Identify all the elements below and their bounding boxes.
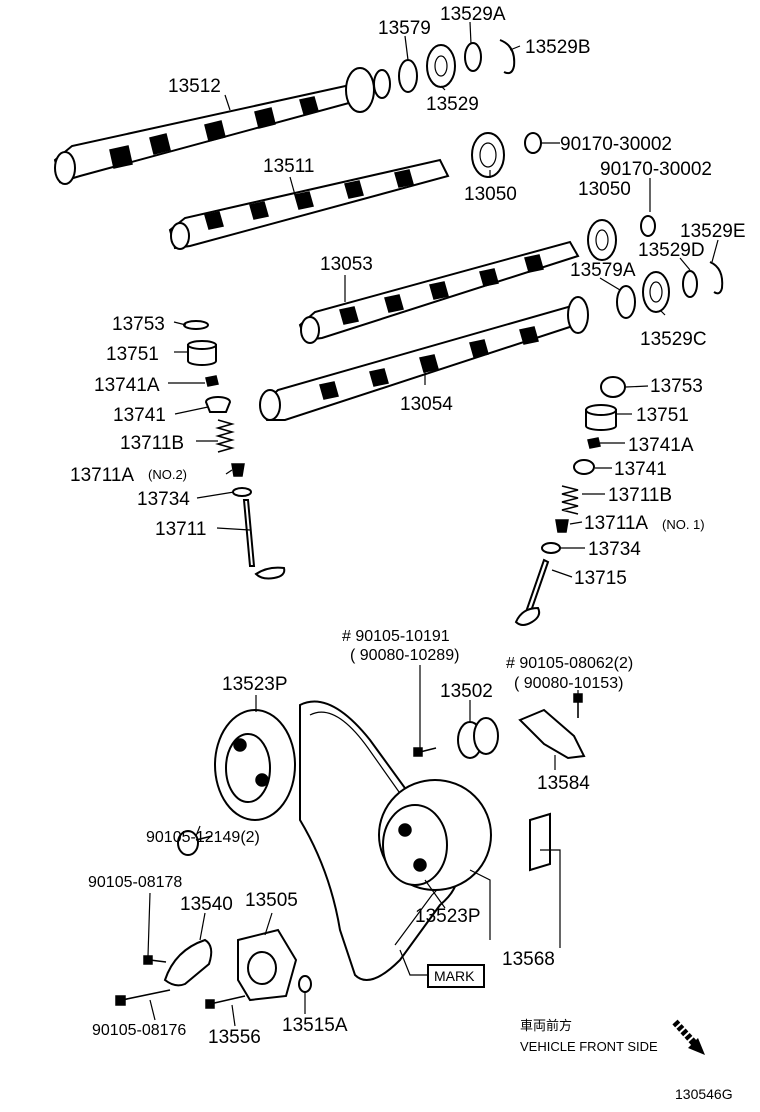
part-labels: 13579 13529A 13529B 13529 13512 90170-30… <box>70 4 746 1102</box>
label-left-13734: 13734 <box>137 489 190 510</box>
bolt-90105-08178 <box>143 955 167 965</box>
front-label-jp: 車両前方 <box>520 1018 572 1033</box>
label-13556: 13556 <box>208 1027 261 1048</box>
ring-13529A <box>464 42 482 72</box>
figure-code: 130546G <box>675 1086 733 1102</box>
label-right-13711B: 13711B <box>608 485 672 506</box>
label-90105-08178: 90105-08178 <box>88 874 182 891</box>
camshaft-13053 <box>298 240 580 344</box>
label-90105-12149: 90105-12149(2) <box>146 829 260 846</box>
camshaft-13512 <box>53 67 391 185</box>
belt-cover-13568 <box>529 812 551 872</box>
label-90105-08062: # 90105-08062(2) <box>506 655 633 672</box>
label-13568: 13568 <box>502 949 555 970</box>
label-13579A: 13579A <box>570 260 636 281</box>
snap-ring-13579A <box>616 285 636 319</box>
label-left-13711: 13711 <box>155 519 206 540</box>
pulley-13523P-upper <box>214 709 296 821</box>
gear-13529C <box>642 271 670 313</box>
bolt-90105-08062 <box>573 693 583 718</box>
label-right-13741A: 13741A <box>628 435 694 456</box>
label-13515A: 13515A <box>282 1015 348 1036</box>
label-right-13711A-note: (NO. 1) <box>662 517 705 532</box>
label-90105-10191: # 90105-10191 <box>342 628 450 645</box>
label-13523P-upper: 13523P <box>222 674 288 695</box>
gear-13050-lower <box>587 219 617 261</box>
gear-13050-upper <box>471 132 505 178</box>
label-13529E: 13529E <box>680 221 746 242</box>
label-13529: 13529 <box>426 94 479 115</box>
label-13054: 13054 <box>400 394 453 415</box>
snap-ring-13579 <box>398 59 418 93</box>
label-13050-lower: 13050 <box>578 179 631 200</box>
label-left-13711A: 13711A <box>70 465 134 486</box>
right-valve-stack <box>514 376 626 626</box>
ring-13529E <box>709 261 724 295</box>
mark-label: MARK <box>434 968 475 984</box>
label-left-13751: 13751 <box>106 344 159 365</box>
nut-90170-upper <box>524 132 542 154</box>
label-right-13711A: 13711A <box>584 513 648 534</box>
camshaft-13511 <box>168 158 450 250</box>
label-13050-upper: 13050 <box>464 184 517 205</box>
leader-lines <box>147 21 719 1027</box>
label-90080-10153: ( 90080-10153) <box>514 675 623 692</box>
nut-90170-lower <box>640 215 656 237</box>
label-13502: 13502 <box>440 681 493 702</box>
label-90170-upper: 90170-30002 <box>560 134 672 155</box>
bracket-13584 <box>518 708 586 760</box>
bolt-90105-12149 <box>177 830 213 856</box>
label-13512: 13512 <box>168 76 221 97</box>
label-13529D: 13529D <box>638 240 705 261</box>
label-left-13741: 13741 <box>113 405 166 426</box>
front-label-en: VEHICLE FRONT SIDE <box>520 1039 658 1054</box>
left-valve-stack <box>183 320 286 580</box>
tensioner-13540 <box>163 938 213 987</box>
label-90105-08176: 90105-08176 <box>92 1022 186 1039</box>
idler-13502 <box>457 717 499 759</box>
label-13529C: 13529C <box>640 329 707 350</box>
ring-13529B <box>499 39 516 75</box>
label-left-13711B: 13711B <box>120 433 184 454</box>
label-13053: 13053 <box>320 254 373 275</box>
label-13511: 13511 <box>263 156 314 177</box>
tensioner-13505 <box>237 928 298 1002</box>
label-90080-10289: ( 90080-10289) <box>350 647 459 664</box>
label-left-13753: 13753 <box>112 314 165 335</box>
label-13584: 13584 <box>537 773 590 794</box>
label-right-13751: 13751 <box>636 405 689 426</box>
label-90170-lower: 90170-30002 <box>600 159 712 180</box>
label-right-13715: 13715 <box>574 568 627 589</box>
label-13529A: 13529A <box>440 4 506 25</box>
label-13579: 13579 <box>378 18 431 39</box>
label-right-13753: 13753 <box>650 376 703 397</box>
label-13505: 13505 <box>245 890 298 911</box>
gear-13529 <box>426 44 456 88</box>
label-left-13741A: 13741A <box>94 375 160 396</box>
washer-13515A <box>298 975 312 993</box>
bolt-90105-10191 <box>413 747 437 757</box>
pulley-13523P-lower <box>378 779 492 891</box>
label-13540: 13540 <box>180 894 233 915</box>
label-13523P-lower: 13523P <box>415 906 481 927</box>
ring-13529D <box>682 270 698 298</box>
camshaft-13054 <box>259 296 589 421</box>
label-right-13741: 13741 <box>614 459 667 480</box>
bolt-90105-08176 <box>115 989 171 1006</box>
front-arrow-icon <box>672 1019 705 1055</box>
label-13529B: 13529B <box>525 37 591 58</box>
label-right-13734: 13734 <box>588 539 641 560</box>
label-left-13711A-note: (NO.2) <box>148 467 187 482</box>
mark-box <box>427 964 485 988</box>
pin-13556 <box>205 995 246 1009</box>
